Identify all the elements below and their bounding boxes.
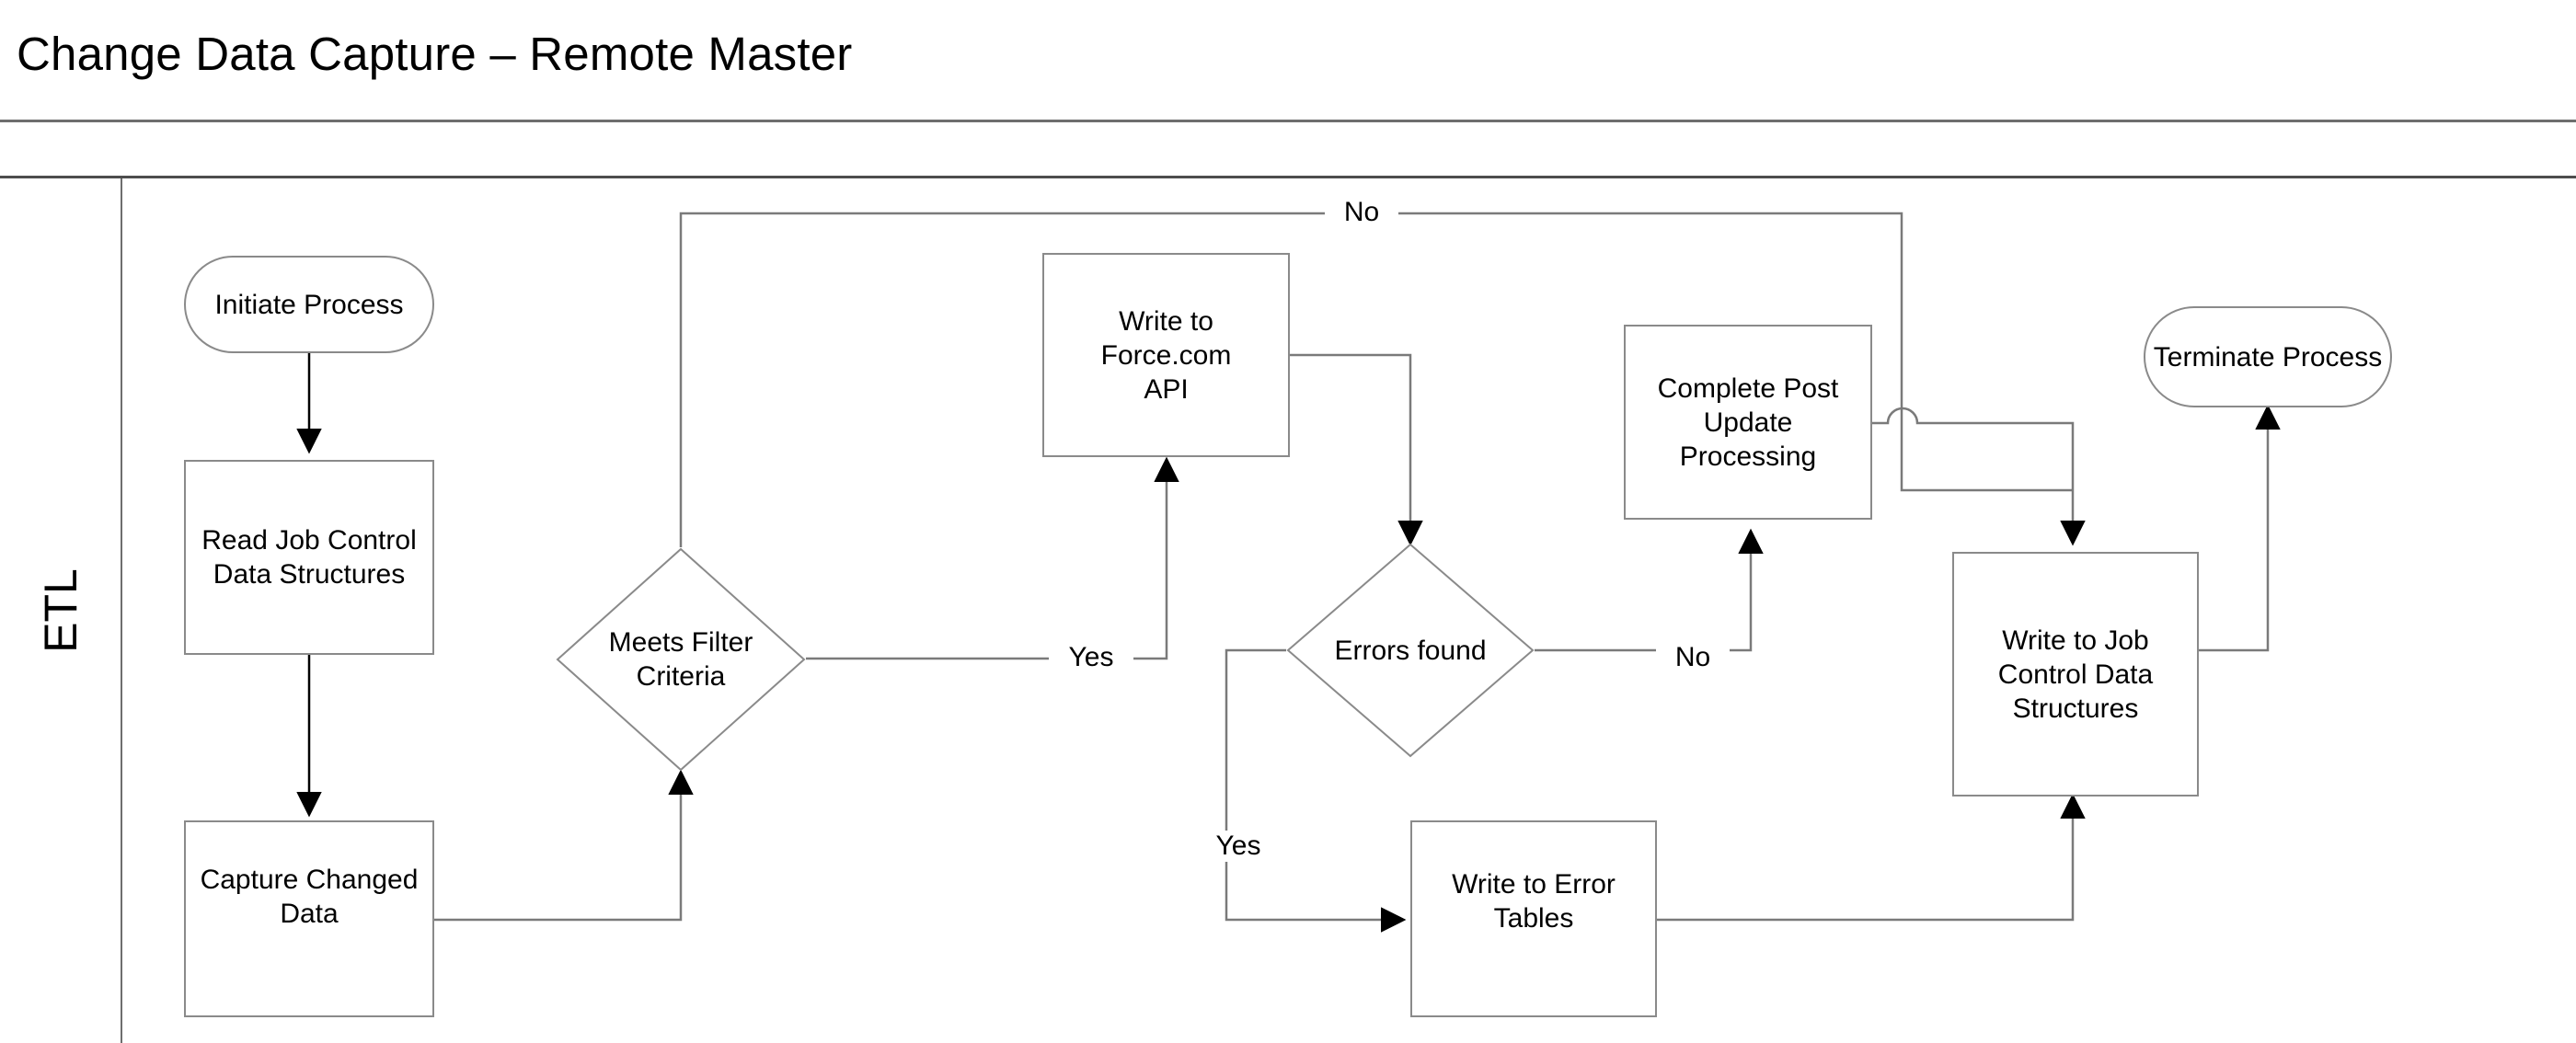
node-complete-post-update-line1: Complete Post — [1657, 372, 1839, 404]
title-band: Change Data Capture – Remote Master — [0, 0, 2576, 122]
edge-label-filter-no: No — [1325, 197, 1398, 228]
node-write-force-api-line2: API — [1144, 373, 1189, 405]
node-complete-post-update-label: Complete Post Update Processing — [1626, 372, 1870, 474]
node-errors-found[interactable]: Errors found — [1286, 543, 1535, 758]
node-read-job-control-line2: Data Structures — [213, 559, 406, 590]
edge-label-errors-no: No — [1656, 642, 1730, 673]
node-write-error-tables-label: Write to Error Tables — [1412, 867, 1655, 935]
node-write-error-tables-line2: Tables — [1493, 903, 1574, 934]
edge-label-errors-yes: Yes — [1196, 831, 1281, 862]
node-capture-changed-data-line1: Capture Changed — [200, 865, 419, 895]
edge-label-filter-yes: Yes — [1049, 642, 1133, 673]
node-complete-post-update-line2: Update Processing — [1679, 407, 1817, 472]
node-read-job-control[interactable]: Read Job Control Data Structures — [184, 460, 434, 655]
node-initiate-process[interactable]: Initiate Process — [184, 256, 434, 353]
node-initiate-process-label: Initiate Process — [214, 289, 404, 320]
node-read-job-control-line1: Read Job Control — [201, 525, 417, 556]
node-meets-filter-criteria-label: Meets Filter Criteria — [583, 625, 778, 693]
node-capture-changed-data[interactable]: Capture Changed Data — [184, 820, 434, 1017]
node-write-error-tables[interactable]: Write to Error Tables — [1410, 820, 1657, 1017]
node-meets-filter-criteria-line2: Criteria — [636, 661, 726, 692]
node-write-force-api-label: Write to Force.com API — [1044, 304, 1288, 407]
node-write-job-control-line3: Structures — [2012, 693, 2139, 724]
node-write-job-control[interactable]: Write to Job Control Data Structures — [1952, 552, 2199, 797]
node-terminate-process-label: Terminate Process — [2153, 341, 2383, 372]
swimlane-header: ETL — [0, 178, 122, 1043]
diamond-shape-errors — [1286, 543, 1535, 758]
node-read-job-control-label: Read Job Control Data Structures — [186, 523, 432, 591]
node-complete-post-update[interactable]: Complete Post Update Processing — [1624, 325, 1872, 520]
node-write-job-control-label: Write to Job Control Data Structures — [1954, 624, 2197, 726]
node-write-force-api[interactable]: Write to Force.com API — [1042, 253, 1290, 457]
swimlane-label: ETL — [34, 568, 86, 653]
node-write-force-api-line1: Write to Force.com — [1100, 305, 1232, 371]
node-meets-filter-criteria[interactable]: Meets Filter Criteria — [556, 547, 806, 772]
node-errors-found-label: Errors found — [1334, 635, 1487, 666]
subheader-band — [0, 122, 2576, 178]
node-terminate-process[interactable]: Terminate Process — [2144, 306, 2392, 407]
page-title: Change Data Capture – Remote Master — [17, 28, 853, 80]
node-write-job-control-line1: Write to Job — [2002, 625, 2149, 656]
node-write-error-tables-line1: Write to Error — [1452, 869, 1616, 900]
node-write-job-control-line2: Control Data — [1997, 659, 2154, 690]
diamond-shape-filter — [556, 547, 806, 772]
node-capture-changed-data-line2: Data — [280, 899, 339, 929]
swimlane-etl: ETL — [0, 178, 2576, 1043]
node-meets-filter-criteria-line1: Meets Filter — [608, 627, 753, 658]
node-capture-changed-data-label: Capture Changed Data — [186, 863, 432, 931]
